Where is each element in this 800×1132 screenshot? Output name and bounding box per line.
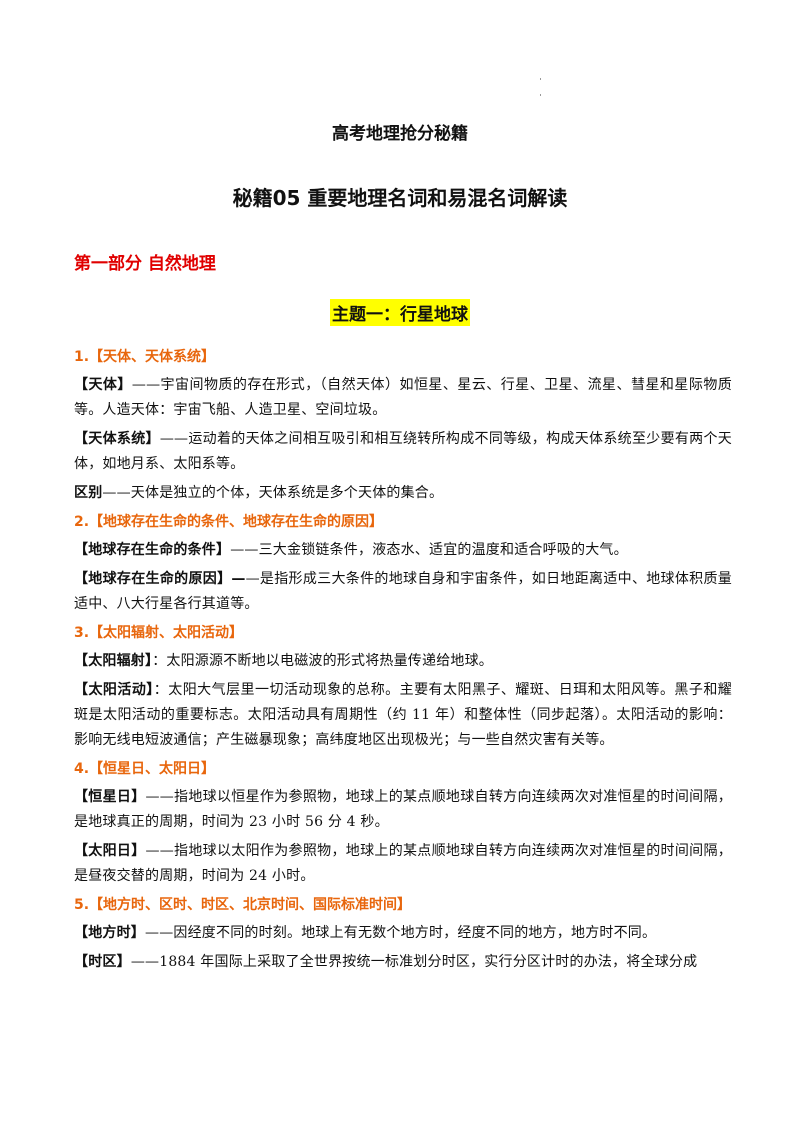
term-label: 【地球存在生命的条件】	[74, 542, 231, 558]
definition-paragraph: 【地球存在生命的条件】——三大金锁链条件，液态水、适宜的温度和适合呼吸的大气。	[74, 538, 732, 563]
definition-paragraph: 【恒星日】——指地球以恒星作为参照物，地球上的某点顺地球自转方向连续两次对准恒星…	[74, 785, 732, 835]
term-label: 【太阳日】	[74, 843, 146, 859]
term-label: 【太阳活动】	[74, 682, 154, 698]
definition-paragraph: 【地方时】——因经度不同的时刻。地球上有无数个地方时，经度不同的地方，地方时不同…	[74, 921, 732, 946]
definition-paragraph: 区别——天体是独立的个体，天体系统是多个天体的集合。	[74, 481, 732, 506]
definition-text: ——指地球以恒星作为参照物，地球上的某点顺地球自转方向连续两次对准恒星的时间间隔…	[74, 789, 732, 830]
definition-text: ：太阳大气层里一切活动现象的总称。主要有太阳黑子、耀斑、日珥和太阳风等。黑子和耀…	[74, 682, 733, 748]
definition-text: ——运动着的天体之间相互吸引和相互绕转所构成不同等级，构成天体系统至少要有两个天…	[74, 431, 732, 472]
definition-paragraph: 【太阳日】——指地球以太阳作为参照物，地球上的某点顺地球自转方向连续两次对准恒星…	[74, 839, 732, 889]
definition-text: ——天体是独立的个体，天体系统是多个天体的集合。	[102, 485, 444, 501]
definition-paragraph: 【太阳辐射】：太阳源源不断地以电磁波的形式将热量传递给地球。	[74, 649, 732, 674]
definition-text: ——1884 年国际上采取了全世界按统一标准划分时区，实行分区计时的办法，将全球…	[130, 954, 698, 970]
definition-paragraph: 【时区】——1884 年国际上采取了全世界按统一标准划分时区，实行分区计时的办法…	[74, 950, 732, 975]
document-subtitle: 秘籍05 重要地理名词和易混名词解读	[232, 186, 568, 210]
definition-text: ——三大金锁链条件，液态水、适宜的温度和适合呼吸的大气。	[230, 542, 628, 558]
topic-heading-wrap: 主题一：行星地球	[0, 299, 800, 326]
term-label: 【地球存在生命的原因】—	[74, 571, 246, 587]
term-label: 【时区】	[74, 954, 131, 970]
term-label: 【地方时】	[74, 925, 145, 941]
term-label: 【恒星日】	[74, 789, 146, 805]
section-heading: 4.【恒星日、太阳日】	[74, 761, 216, 777]
term-label: 【天体系统】	[74, 431, 160, 447]
definition-text: ：太阳源源不断地以电磁波的形式将热量传递给地球。	[152, 653, 494, 669]
definition-text: —是指形成三大条件的地球自身和宇宙条件，如日地距离适中、地球体积质量适中、八大行…	[74, 571, 732, 612]
term-label: 【太阳辐射】	[74, 653, 153, 669]
definition-paragraph: 【地球存在生命的原因】——是指形成三大条件的地球自身和宇宙条件，如日地距离适中、…	[74, 567, 732, 617]
term-label: 区别	[74, 485, 103, 501]
definition-text: ——宇宙间物质的存在形式，（自然天体）如恒星、星云、行星、卫星、流星、彗星和星际…	[74, 377, 732, 418]
corner-marks	[540, 78, 544, 110]
section-heading: 2.【地球存在生命的条件、地球存在生命的原因】	[74, 514, 384, 530]
definition-paragraph: 【天体系统】——运动着的天体之间相互吸引和相互绕转所构成不同等级，构成天体系统至…	[74, 427, 732, 477]
definition-text: ——因经度不同的时刻。地球上有无数个地方时，经度不同的地方，地方时不同。	[145, 925, 657, 941]
section-heading: 3.【太阳辐射、太阳活动】	[74, 625, 244, 641]
definition-paragraph: 【太阳活动】：太阳大气层里一切活动现象的总称。主要有太阳黑子、耀斑、日珥和太阳风…	[74, 678, 732, 753]
definition-text: ——指地球以太阳作为参照物，地球上的某点顺地球自转方向连续两次对准恒星的时间间隔…	[74, 843, 732, 884]
definition-paragraph: 【天体】——宇宙间物质的存在形式，（自然天体）如恒星、星云、行星、卫星、流星、彗…	[74, 373, 732, 423]
part-heading: 第一部分 自然地理	[74, 254, 216, 274]
section-heading: 1.【天体、天体系统】	[74, 349, 216, 365]
topic-heading: 主题一：行星地球	[330, 299, 470, 326]
content-body: 1.【天体、天体系统】 【天体】——宇宙间物质的存在形式，（自然天体）如恒星、星…	[74, 345, 732, 979]
term-label: 【天体】	[74, 377, 132, 393]
section-heading: 5.【地方时、区时、时区、北京时间、国际标准时间】	[74, 897, 412, 913]
document-title: 高考地理抢分秘籍	[332, 124, 468, 144]
